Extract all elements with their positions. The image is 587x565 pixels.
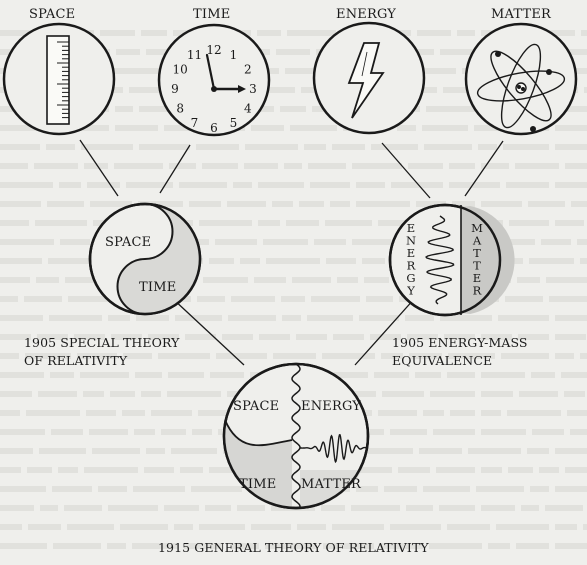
clock-number: 4 [244, 102, 252, 116]
matter-letter: E [473, 271, 481, 285]
clock-number: 11 [187, 48, 202, 62]
clock-number: 12 [206, 43, 221, 57]
clock-number: 8 [176, 102, 184, 116]
energy-letter: Y [406, 284, 415, 298]
energy-mass-wave [425, 215, 455, 305]
matter-circle [464, 22, 578, 136]
energy-letter: E [407, 246, 415, 260]
special-caption-line2: OF RELATIVITY [24, 353, 128, 368]
clock-number: 7 [191, 116, 199, 130]
connector-special-to-general [171, 297, 245, 366]
connector-energy-to-equivalence [381, 142, 431, 199]
equivalence-caption-line2: EQUIVALENCE [392, 353, 493, 368]
clock-number: 2 [244, 63, 252, 77]
matter-letter: M [471, 221, 483, 235]
label-energy: ENERGY [336, 7, 397, 22]
space-circle [2, 22, 116, 136]
general-caption: 1915 GENERAL THEORY OF RELATIVITY [158, 540, 429, 555]
clock-number: 3 [249, 82, 257, 96]
connector-space-to-special [79, 139, 119, 197]
connector-lines [79, 139, 504, 366]
connector-time-to-special [159, 144, 191, 194]
clock-number: 6 [210, 121, 218, 135]
atom-icon [476, 43, 566, 132]
equivalence-caption: 1905 ENERGY-MASS EQUIVALENCE [392, 334, 528, 370]
special-caption: 1905 SPECIAL THEORY OF RELATIVITY [24, 334, 179, 370]
general-vertical-wave [291, 363, 301, 509]
connector-matter-to-equivalence [464, 140, 504, 197]
clock-number: 10 [173, 63, 188, 77]
clock-number: 5 [230, 116, 238, 130]
general-relativity-circle [222, 362, 370, 510]
special-label-time: TIME [139, 280, 177, 295]
matter-letter: T [473, 246, 481, 260]
equivalence-caption-line1: 1905 ENERGY-MASS [392, 335, 528, 350]
energy-letter: R [407, 259, 416, 273]
clock-minute-hand [205, 53, 216, 91]
label-time: TIME [193, 7, 231, 22]
special-relativity-circle [88, 202, 202, 316]
special-caption-line1: 1905 SPECIAL THEORY [24, 335, 180, 350]
general-label-energy: ENERGY [301, 399, 362, 414]
energy-mass-circle [388, 203, 515, 317]
general-label-matter: MATTER [301, 477, 362, 492]
clock-number: 9 [171, 82, 179, 96]
matter-letter: A [472, 234, 482, 248]
label-matter: MATTER [491, 7, 552, 22]
lightning-bolt-icon [347, 42, 385, 119]
matter-vertical-label: MATTER [471, 221, 483, 298]
matter-letter: T [473, 259, 481, 273]
label-space: SPACE [29, 7, 76, 22]
energy-letter: E [407, 221, 415, 235]
energy-circle [312, 21, 426, 135]
energy-vertical-label: ENERGY [406, 221, 416, 298]
general-label-time: TIME [239, 477, 277, 492]
general-horizontal-wave [300, 434, 368, 464]
connector-equivalence-to-general [354, 297, 416, 366]
energy-letter: N [406, 234, 416, 248]
matter-letter: R [473, 284, 482, 298]
energy-letter: G [406, 271, 415, 285]
clock-number: 1 [230, 48, 238, 62]
general-label-space: SPACE [233, 399, 280, 414]
special-label-space: SPACE [105, 235, 152, 250]
